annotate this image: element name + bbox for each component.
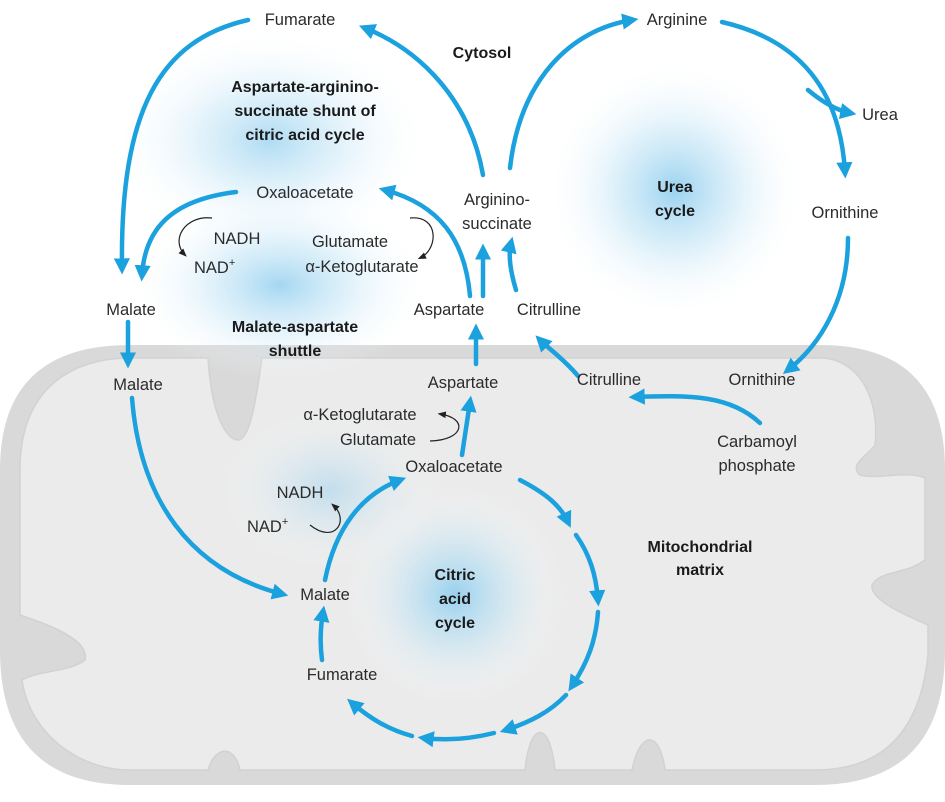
argininosuccinate-line-2: succinate bbox=[462, 215, 532, 233]
arrow-nadh-nad-cytosol bbox=[178, 217, 213, 257]
oxaloacetate-matrix: Oxaloacetate bbox=[405, 458, 502, 476]
citrulline-cytosol: Citrulline bbox=[517, 301, 581, 319]
citric-cycle-title-line: cycle bbox=[435, 615, 475, 632]
nad-cytosol-plus: + bbox=[229, 257, 235, 269]
arrow-glu-akg-cytosol bbox=[409, 217, 434, 260]
arginine: Arginine bbox=[647, 11, 708, 29]
arrow-fumarate-to-malate bbox=[113, 17, 251, 275]
cac-seg-6 bbox=[347, 698, 415, 739]
carbamoyl-phosphate-line-1: Carbamoyl bbox=[717, 433, 797, 451]
ornithine-matrix: Ornithine bbox=[729, 371, 796, 389]
arrow-nad-nadh-matrix bbox=[309, 503, 341, 533]
malate-matrix: Malate bbox=[113, 376, 163, 394]
urea-cycle-glow bbox=[545, 60, 805, 320]
carbamoyl-phosphate-line-2: phosphate bbox=[718, 457, 795, 475]
aketoglutarate-cytosol: α-Ketoglutarate bbox=[305, 258, 418, 276]
arrow-ornithine-to-matrix bbox=[782, 235, 851, 374]
arrow-malate-to-cycle-malate bbox=[129, 395, 289, 600]
argininosuccinate-line-1: Arginino- bbox=[464, 191, 530, 209]
fumarate-cytosol: Fumarate bbox=[265, 11, 336, 29]
aspartate-matrix: Aspartate bbox=[428, 374, 499, 392]
matrix-glow bbox=[220, 410, 440, 570]
arrow-ornithine-to-citrulline bbox=[628, 388, 763, 426]
arrow-argsucc-to-arginine bbox=[507, 13, 639, 171]
cytosol-label: Cytosol bbox=[453, 45, 512, 62]
cac-seg-3 bbox=[568, 609, 601, 692]
mito-matrix-label-2: matrix bbox=[676, 562, 724, 579]
malate-cytosol: Malate bbox=[106, 301, 156, 319]
arrow-urea-branch bbox=[805, 87, 857, 120]
nad-cytosol: NAD+ bbox=[194, 257, 235, 277]
shunt-title: Aspartate-argininо- succinate shunt of c… bbox=[231, 79, 379, 144]
citric-cycle-title: Citric acid cycle bbox=[435, 567, 476, 632]
ornithine-cytosol: Ornithine bbox=[812, 204, 879, 222]
cac-seg-1 bbox=[517, 477, 572, 528]
arrow-glu-akg-matrix bbox=[429, 411, 460, 442]
cofactor-arrows bbox=[178, 217, 460, 533]
nad-cytosol-text: NAD bbox=[194, 259, 229, 277]
aspartate-cytosol: Aspartate bbox=[414, 301, 485, 319]
shuttle-title: Malate-aspartate shuttle bbox=[232, 319, 358, 360]
pathway-arrows bbox=[113, 13, 857, 748]
shuttle-title-line: shuttle bbox=[269, 343, 322, 360]
citric-cycle-title-line: Citric bbox=[435, 567, 476, 584]
arrow-oxaloacetate-to-aspartate bbox=[459, 395, 477, 458]
urea-cycle-title-line: Urea bbox=[657, 179, 693, 196]
shuttle-title-line: Malate-aspartate bbox=[232, 319, 358, 336]
arrow-arginine-to-ornithine bbox=[719, 19, 853, 179]
nadh-matrix: NADH bbox=[277, 484, 324, 502]
arrow-argsucc-to-fumarate bbox=[358, 24, 486, 178]
glutamate-cytosol: Glutamate bbox=[312, 233, 388, 251]
arrow-citrulline-to-argsucc bbox=[500, 236, 519, 293]
cac-seg-2 bbox=[573, 532, 606, 607]
shunt-glow bbox=[110, 30, 430, 250]
shunt-title-line: Aspartate-argininо- bbox=[231, 79, 379, 96]
nad-matrix-text: NAD bbox=[247, 518, 282, 536]
arrow-aspartate-to-oxaloacetate bbox=[378, 184, 473, 299]
oxaloacetate-cytosol: Oxaloacetate bbox=[256, 184, 353, 202]
glutamate-matrix: Glutamate bbox=[340, 431, 416, 449]
cac-seg-4 bbox=[499, 692, 569, 735]
nad-matrix: NAD+ bbox=[247, 516, 288, 536]
shunt-title-line: succinate shunt of bbox=[234, 103, 376, 120]
shunt-title-line: citric acid cycle bbox=[245, 127, 364, 144]
cac-malate-to-oxaloacetate bbox=[322, 475, 407, 583]
fumarate-matrix: Fumarate bbox=[307, 666, 378, 684]
arrow-oxaloacetate-to-malate bbox=[134, 189, 239, 282]
mito-matrix-label-1: Mitochondrial bbox=[648, 539, 753, 556]
arrow-citrulline-export bbox=[535, 335, 581, 379]
urea-cycle-title-line: cycle bbox=[655, 203, 695, 220]
malate-citric-cycle: Malate bbox=[300, 586, 350, 604]
cac-fumarate-to-malate bbox=[313, 605, 330, 663]
citrulline-matrix: Citrulline bbox=[577, 371, 641, 389]
aketoglutarate-matrix: α-Ketoglutarate bbox=[303, 406, 416, 424]
urea-cycle-title: Urea cycle bbox=[655, 179, 695, 220]
nad-matrix-plus: + bbox=[282, 516, 288, 528]
shuttle-glow bbox=[130, 190, 430, 380]
urea: Urea bbox=[862, 106, 899, 124]
cac-seg-5 bbox=[417, 730, 497, 748]
citric-cycle-title-line: acid bbox=[439, 591, 471, 608]
nadh-cytosol: NADH bbox=[214, 230, 261, 248]
